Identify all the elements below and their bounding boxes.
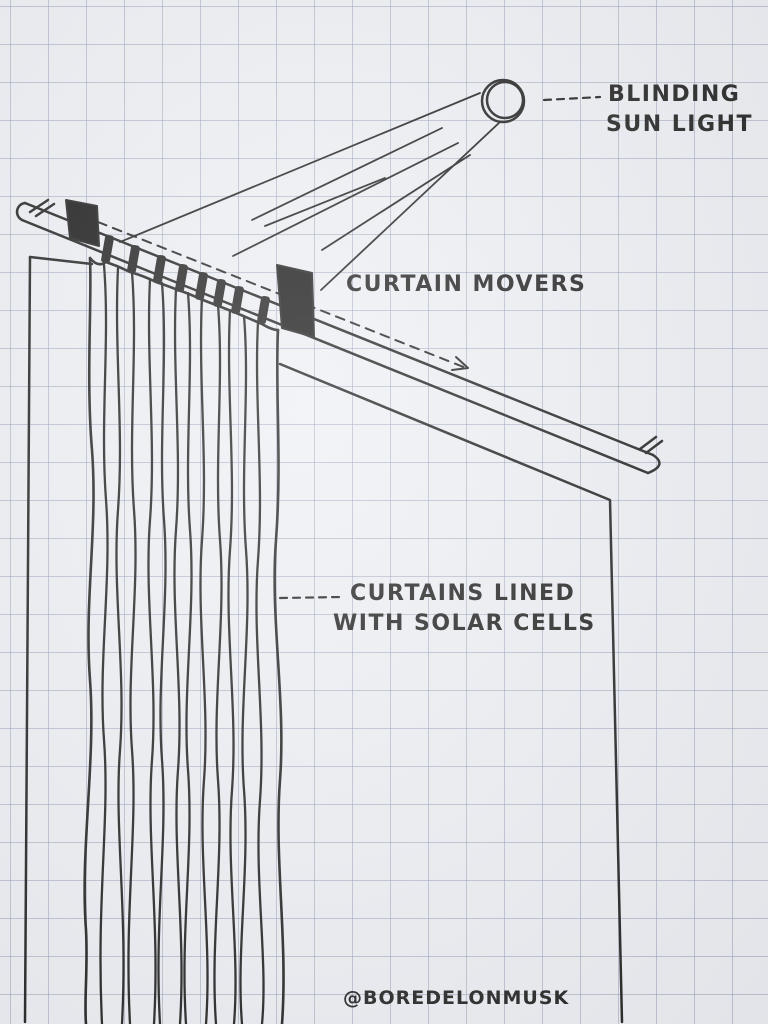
label-curtain-movers: CURTAIN MOVERS xyxy=(346,270,586,300)
label-blinding: BLINDING xyxy=(608,80,740,110)
label-sun-light: SUN LIGHT xyxy=(606,110,753,140)
leader-lines xyxy=(280,97,600,598)
label-curtains-lined: CURTAINS LINED xyxy=(350,579,575,609)
curtain-rod xyxy=(17,200,662,473)
sun-rays xyxy=(120,93,500,290)
sun-icon xyxy=(482,80,524,122)
curtain-folds xyxy=(100,265,263,1024)
window-frame xyxy=(25,257,622,1022)
label-solar-cells: WITH SOLAR CELLS xyxy=(333,609,596,639)
curtain-outline xyxy=(85,258,284,1024)
author-credit: @BOREDELONMUSK xyxy=(343,983,569,1013)
